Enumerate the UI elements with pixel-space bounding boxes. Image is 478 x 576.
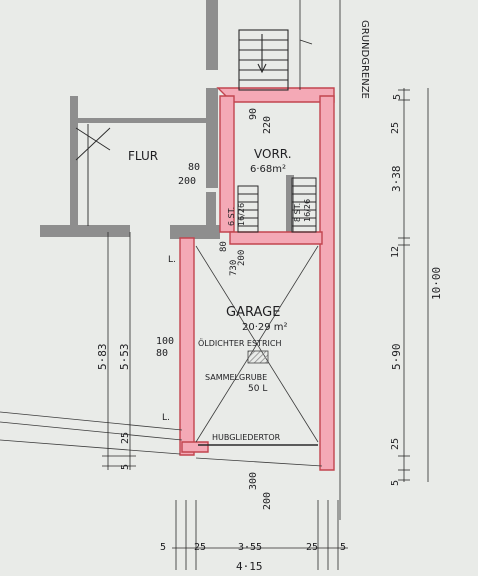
side-door-height: 80 (156, 348, 168, 359)
dim-bottom-total: 4·15 (236, 560, 263, 573)
dim-right-bottom: 5 (390, 480, 401, 486)
sammelgrube-cover (247, 350, 269, 364)
flur-door-width: 80 (188, 162, 200, 173)
dimension-lines (102, 88, 429, 570)
dim-right-total: 10·00 (430, 267, 443, 300)
sammelgrube-label: SAMMELGRUBE (205, 373, 267, 382)
svg-text:16/26: 16/26 (237, 203, 246, 226)
dim-right-garage: 5·90 (390, 344, 403, 371)
ground-lines (0, 411, 323, 467)
garage-door-height: 200 (237, 250, 247, 266)
dim-left-d: 5 (120, 464, 131, 470)
dim-right-top: 5 (392, 94, 403, 100)
entry-stair (238, 29, 289, 91)
vorr-door-width: 90 (248, 108, 259, 120)
dim-left-a: 5·83 (96, 344, 109, 371)
marker-l-bottom: L. (162, 413, 170, 423)
svg-text:8 ST.: 8 ST. (293, 203, 302, 222)
room-area-garage: 20·29 m² (242, 322, 288, 333)
dim-left-c: 25 (120, 432, 131, 444)
svg-text:16/26: 16/26 (303, 199, 312, 222)
flur-opening-cross (75, 124, 111, 226)
dim-bottom-a: 5 (160, 542, 166, 553)
stair-right-annotation: 8 ST. 16/26 (293, 199, 312, 222)
room-label-flur: FLUR (128, 149, 158, 163)
garage-floor-note: ÖLDICHTER ESTRICH (198, 338, 281, 348)
dim-left-b: 5·53 (118, 344, 131, 371)
garage-diagonals (195, 245, 319, 443)
inner-stairs (237, 177, 317, 233)
dim-bottom-b: 25 (194, 542, 206, 553)
room-label-garage: GARAGE (226, 305, 280, 320)
room-area-vorraum: 6·68m² (250, 164, 286, 175)
dim-right-wall-bottom: 25 (390, 438, 401, 450)
grundgrenze-label: GRUNDGRENZE (359, 20, 370, 99)
gate-width: 300 (248, 472, 259, 490)
room-label-vorraum: VORR. (254, 147, 292, 161)
garage-door-sill: 730 (229, 260, 239, 276)
dim-bottom-e: 5 (340, 542, 346, 553)
dim-bottom-d: 25 (306, 542, 318, 553)
stair-left-annotation: 6 ST. 16/26 (227, 203, 246, 226)
side-door-width: 100 (156, 336, 174, 347)
property-boundary (299, 0, 341, 520)
dim-right-wall-mid: 12 (390, 246, 401, 258)
dim-right-wall-top: 25 (390, 122, 401, 134)
vorr-door-height: 220 (262, 116, 273, 134)
new-walls (179, 87, 335, 471)
sammelgrube-volume: 50 L (248, 384, 267, 394)
garage-door-width: 80 (219, 241, 229, 252)
door-type-label: HUBGLIEDERTOR (212, 433, 281, 442)
existing-walls (40, 0, 294, 239)
svg-text:6 ST.: 6 ST. (227, 207, 236, 226)
marker-l-top: L. (168, 255, 176, 265)
gate-height: 200 (262, 492, 273, 510)
flur-door-height: 200 (178, 176, 196, 187)
dim-right-vorr: 3·38 (390, 166, 403, 193)
dim-bottom-c: 3·55 (238, 542, 262, 553)
